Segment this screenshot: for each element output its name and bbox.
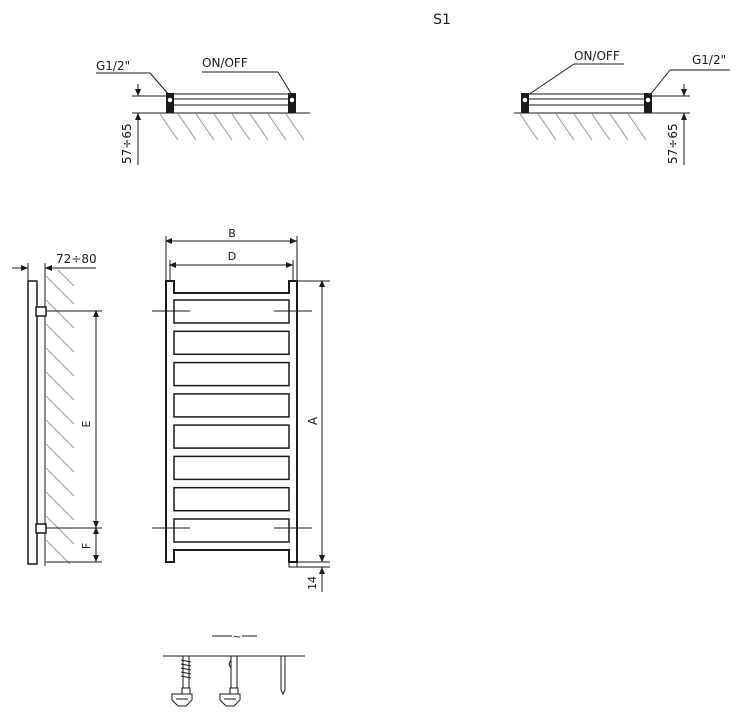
- connection-valve-middle: [219, 656, 241, 707]
- wall-hatch-top-right: [519, 113, 647, 141]
- radiator-bar: [173, 518, 290, 543]
- drawing-title: S1: [433, 12, 451, 28]
- dimension-14: 14: [306, 576, 319, 590]
- dimension-b: B: [228, 227, 236, 240]
- top-view-right: ON/OFF G1/2" 57÷65: [514, 49, 730, 165]
- dimension-e: E: [80, 420, 93, 427]
- thread-label-left: G1/2": [96, 59, 130, 73]
- top-view-left: G1/2" ON/OFF 57÷65: [96, 56, 310, 165]
- connection-detail: ~: [163, 630, 305, 707]
- radiator-bar: [173, 393, 290, 418]
- wall-hatch-side: [45, 269, 75, 565]
- wall-distance-left: 57÷65: [120, 123, 134, 164]
- radiator-bars: [173, 299, 290, 543]
- radiator-bar: [173, 455, 290, 481]
- radiator-bar: [173, 424, 290, 449]
- dimension-f: F: [80, 543, 93, 549]
- connection-pipe-right: [280, 656, 286, 696]
- connection-valve-left: [171, 656, 193, 707]
- thread-label-right: G1/2": [692, 53, 726, 67]
- wall-hatch-top-left: [159, 113, 305, 141]
- wall-distance-right: 57÷65: [666, 123, 680, 164]
- valve-label-left: ON/OFF: [202, 56, 248, 70]
- radiator-bar: [173, 361, 290, 387]
- radiator-bar: [173, 330, 290, 356]
- radiator-bar: [173, 486, 290, 512]
- radiator-bar: [173, 299, 290, 324]
- depth-dimension: 72÷80: [56, 252, 97, 266]
- front-view: B D A 14: [152, 227, 330, 592]
- dimension-d: D: [228, 250, 236, 263]
- valve-label-right: ON/OFF: [574, 49, 620, 63]
- dimension-a: A: [306, 416, 320, 425]
- break-mark: ~: [232, 630, 241, 643]
- side-view: 72÷80 E F: [12, 252, 102, 566]
